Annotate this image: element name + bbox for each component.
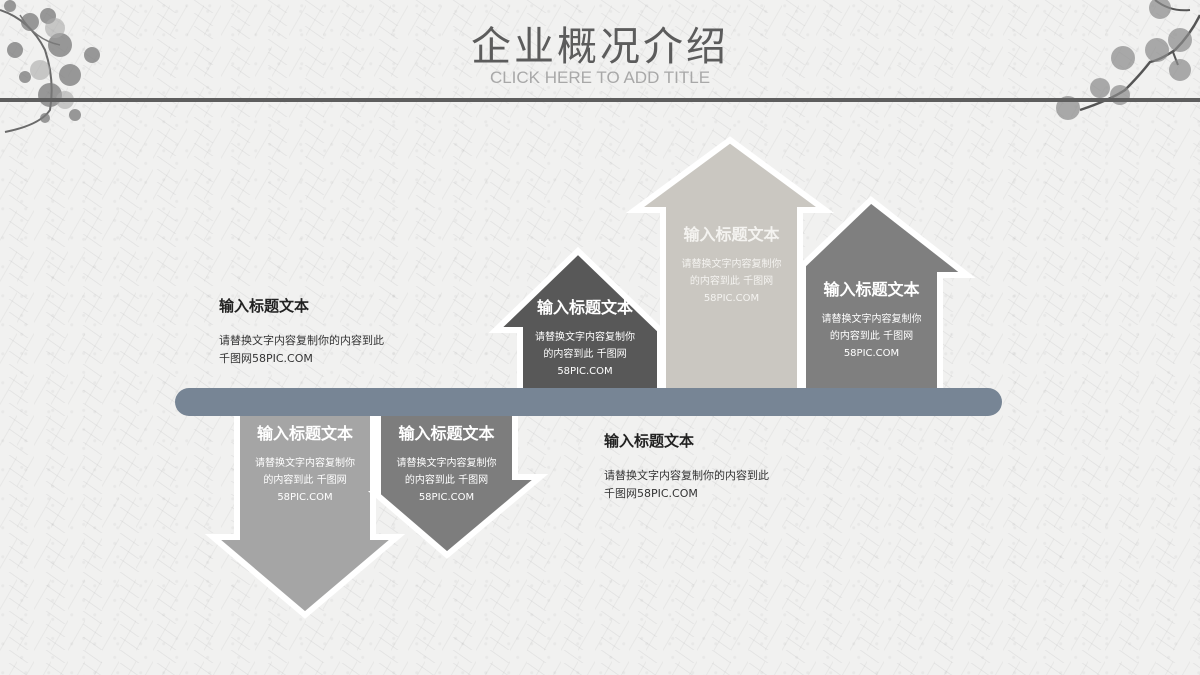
arrow-body-line: 58PIC.COM: [843, 348, 900, 359]
up-arrow-1-text: 输入标题文本 请替换文字内容复制你 的内容到此 千图网 58PIC.COM: [510, 297, 660, 380]
arrow-body[interactable]: 请替换文字内容复制你 的内容到此 千图网 58PIC.COM: [237, 455, 373, 506]
down-arrow-2-shape[interactable]: [367, 407, 549, 559]
arrow-body-line: 的内容到此 千图网: [263, 475, 347, 486]
arrow-body[interactable]: 请替换文字内容复制你 的内容到此 千图网 58PIC.COM: [663, 256, 800, 307]
arrow-body-line: 58PIC.COM: [703, 293, 760, 304]
arrow-body[interactable]: 请替换文字内容复制你 的内容到此 千图网 58PIC.COM: [378, 455, 515, 506]
down-arrow-1-shape[interactable]: [204, 407, 406, 619]
arrow-body[interactable]: 请替换文字内容复制你 的内容到此 千图网 58PIC.COM: [510, 329, 660, 380]
arrow-title[interactable]: 输入标题文本: [398, 424, 495, 443]
arrow-title[interactable]: 输入标题文本: [256, 424, 353, 443]
arrow-body-line: 请替换文字内容复制你: [396, 458, 497, 469]
arrow-title[interactable]: 输入标题文本: [823, 280, 920, 299]
description-body[interactable]: 请替换文字内容复制你的内容到此 千图网58PIC.COM: [219, 332, 384, 368]
arrow-body-line: 的内容到此 千图网: [543, 349, 627, 360]
arrow-body-line: 58PIC.COM: [557, 366, 613, 377]
arrow-body-line: 请替换文字内容复制你: [535, 332, 635, 343]
description-block-2: 输入标题文本 请替换文字内容复制你的内容到此 千图网58PIC.COM: [604, 430, 769, 503]
arrow-title[interactable]: 输入标题文本: [683, 225, 780, 244]
description-title[interactable]: 输入标题文本: [219, 297, 310, 315]
arrow-body-line: 请替换文字内容复制你: [821, 314, 922, 325]
arrow-body-line: 请替换文字内容复制你: [681, 259, 782, 270]
header-divider: [0, 98, 1200, 102]
description-line: 请替换文字内容复制你的内容到此: [604, 469, 769, 482]
description-title[interactable]: 输入标题文本: [604, 432, 695, 450]
description-line: 千图网58PIC.COM: [219, 352, 313, 365]
page-title[interactable]: 企业概况介绍: [471, 24, 729, 70]
arrow-body-line: 的内容到此 千图网: [404, 475, 489, 486]
arrow-body-line: 58PIC.COM: [418, 492, 475, 503]
arrow-body-line: 的内容到此 千图网: [829, 331, 914, 342]
arrow-body-line: 的内容到此 千图网: [689, 276, 774, 287]
up-arrow-2-shape[interactable]: [625, 136, 835, 398]
plum-blossom-ink-icon: [0, 0, 100, 133]
up-arrow-3-text: 输入标题文本 请替换文字内容复制你 的内容到此 千图网 58PIC.COM: [803, 279, 940, 362]
arrow-body-line: 58PIC.COM: [277, 492, 333, 503]
arrow-title[interactable]: 输入标题文本: [536, 298, 633, 317]
description-line: 千图网58PIC.COM: [604, 487, 698, 500]
pine-branch-ink-icon: [1056, 0, 1200, 120]
description-block-1: 输入标题文本 请替换文字内容复制你的内容到此 千图网58PIC.COM: [219, 295, 384, 368]
description-line: 请替换文字内容复制你的内容到此: [219, 334, 384, 347]
arrow-body-line: 请替换文字内容复制你: [255, 458, 355, 469]
down-arrow-1-text: 输入标题文本 请替换文字内容复制你 的内容到此 千图网 58PIC.COM: [237, 423, 373, 506]
up-arrow-2-text: 输入标题文本 请替换文字内容复制你 的内容到此 千图网 58PIC.COM: [663, 224, 800, 307]
page-subtitle[interactable]: CLICK HERE TO ADD TITLE: [489, 68, 711, 87]
description-body[interactable]: 请替换文字内容复制你的内容到此 千图网58PIC.COM: [604, 467, 769, 503]
arrow-body[interactable]: 请替换文字内容复制你 的内容到此 千图网 58PIC.COM: [803, 311, 940, 362]
timeline-bar: [175, 388, 1002, 416]
down-arrow-2-text: 输入标题文本 请替换文字内容复制你 的内容到此 千图网 58PIC.COM: [378, 423, 515, 506]
